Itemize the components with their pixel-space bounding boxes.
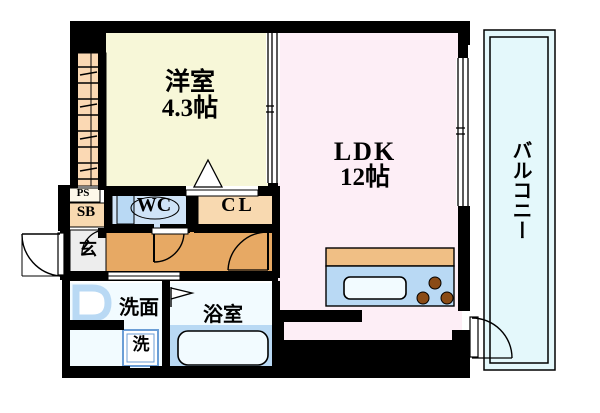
sliding-door-bedroom-ldk[interactable] <box>266 33 280 183</box>
bathroom-area <box>170 283 276 371</box>
entrance-inner-door[interactable] <box>81 229 107 255</box>
balcony-door[interactable] <box>469 316 513 359</box>
sb-box <box>65 202 107 228</box>
ps-shaft <box>65 187 101 203</box>
bedroom-area <box>105 28 273 190</box>
wc-area <box>111 189 191 229</box>
sliding-window-ldk-balcony[interactable] <box>456 58 470 206</box>
ldk-area <box>272 28 462 376</box>
kitchen-counter <box>325 247 455 307</box>
entrance-door[interactable] <box>21 232 65 277</box>
corridor-area <box>105 228 273 274</box>
balcony-area <box>483 29 556 371</box>
bedroom-door-opening[interactable] <box>185 158 259 197</box>
wc-door[interactable] <box>151 227 189 263</box>
washroom-door[interactable] <box>107 271 181 281</box>
closet-door[interactable] <box>227 231 269 271</box>
